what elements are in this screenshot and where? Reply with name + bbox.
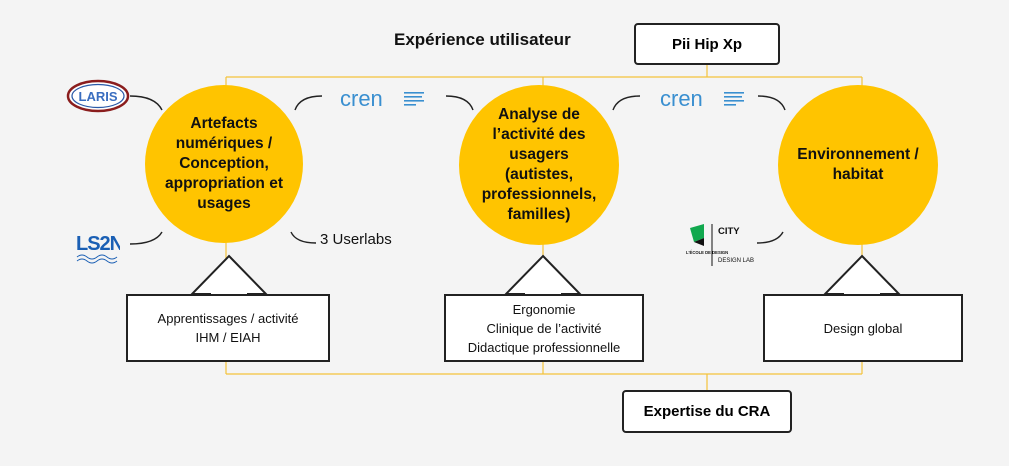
box-ergonomie-line-3: Didactique professionnelle bbox=[467, 339, 621, 355]
circle-analyse-label: Analyse de l’activité des usagers (autis… bbox=[481, 106, 597, 223]
city-design-logo: CITY L'ÉCOLE DE DESIGN DESIGN LAB bbox=[686, 224, 754, 266]
box-ergonomie-line-2: Clinique de l’activité bbox=[486, 320, 602, 336]
circle-environnement: Environnement / habitat bbox=[778, 85, 938, 245]
laris-logo-text: LARIS bbox=[79, 89, 118, 104]
laris-logo: LARIS bbox=[66, 79, 130, 113]
box-design-global: Design global bbox=[763, 294, 963, 362]
cren-logo-left: cren bbox=[340, 86, 446, 112]
circle-artefacts-label: Artefacts numériques / Conception, appro… bbox=[165, 115, 283, 212]
box-apprentissages-line-1: Apprentissages / activité bbox=[157, 311, 299, 326]
box-design-global-line-1: Design global bbox=[823, 320, 903, 336]
circle-analyse: Analyse de l’activité des usagers (autis… bbox=[459, 85, 619, 245]
pii-hip-xp-box: Pii Hip Xp bbox=[634, 23, 780, 65]
cren-logo-right-text: cren bbox=[660, 86, 703, 111]
cren-right-connector-a bbox=[612, 95, 641, 111]
ls2n-logo: LS2N bbox=[76, 233, 120, 264]
diagram-title: Expérience utilisateur bbox=[394, 30, 571, 49]
circle-artefacts: Artefacts numériques / Conception, appro… bbox=[145, 85, 303, 243]
cren-left-connector-a bbox=[294, 95, 323, 111]
cren-logo-left-text: cren bbox=[340, 86, 383, 111]
box-ergonomie: Ergonomie Clinique de l’activité Didacti… bbox=[444, 294, 644, 362]
box-apprentissages: Apprentissages / activité IHM / EIAH bbox=[126, 294, 330, 362]
box-ergonomie-line-1: Ergonomie bbox=[512, 301, 576, 317]
city-logo-word: CITY bbox=[718, 226, 740, 237]
circle-environnement-label: Environnement / habitat bbox=[797, 146, 919, 183]
ls2n-connector bbox=[129, 231, 163, 245]
city-logo-lab: DESIGN LAB bbox=[718, 258, 754, 264]
userlabs-connector bbox=[290, 231, 317, 244]
cren-left-connector-b bbox=[445, 95, 474, 111]
ls2n-logo-text: LS2N bbox=[76, 233, 120, 255]
laris-connector bbox=[129, 95, 163, 111]
cren-logo-right: cren bbox=[660, 86, 766, 112]
box-apprentissages-line-2: IHM / EIAH bbox=[195, 330, 261, 345]
city-logo-school: L'ÉCOLE DE DESIGN bbox=[686, 250, 728, 255]
cren-right-connector-b bbox=[757, 95, 786, 111]
expertise-cra-box: Expertise du CRA bbox=[622, 390, 792, 433]
userlabs-label: 3 Userlabs bbox=[320, 231, 392, 248]
city-connector bbox=[756, 231, 784, 244]
